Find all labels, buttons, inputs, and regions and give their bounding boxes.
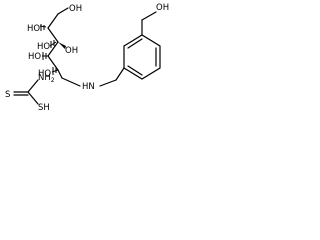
chemical-structure: OH HO HO OH HO HO HN OH NH2 S SH [5,3,169,113]
bond-c3-c4 [47,41,59,57]
bond-c1-c2 [47,13,59,29]
label-oh-c1: OH [69,4,82,14]
sugar-chain [39,7,81,87]
label-oh-c3: HO [37,42,50,52]
bond-c-nh2 [27,79,39,93]
label-oh-benzyl: OH [156,3,169,13]
stereo-bond-c5 [42,52,48,60]
stereo-bond-c2 [39,24,47,31]
bond-c-sh [27,91,39,105]
label-oh-c6: HO [38,69,51,79]
label-nh: HN [82,82,95,92]
bond-ch2-ring [115,67,125,81]
bond-c6-n [61,77,81,87]
label-thione-s: S [5,90,10,100]
ring-double-3 [127,65,143,76]
label-nh2: NH2 [38,73,55,84]
bond-c2-c3 [47,27,59,43]
bond-c5-c6 [57,69,63,79]
stereo-bond-c6 [51,67,59,75]
bond-n-ch2 [99,79,117,87]
wedge-bond-c4 [58,42,66,49]
label-oh-c5: HO [28,52,41,62]
benzyl-group [99,11,161,87]
bond-ch2-oh [141,11,157,21]
label-oh-c4: OH [65,46,78,56]
label-oh-c2: HO [27,24,40,34]
ring-double-1 [127,38,143,49]
dithiocarbamate [13,79,39,105]
benzene-ring [123,34,161,80]
bond-ch2oh [57,7,69,15]
stereo-bond-c3 [49,40,57,48]
structure-canvas: OH HO HO OH HO HO HN OH NH2 S SH [0,0,198,116]
label-thiol-sh: SH [38,103,50,113]
